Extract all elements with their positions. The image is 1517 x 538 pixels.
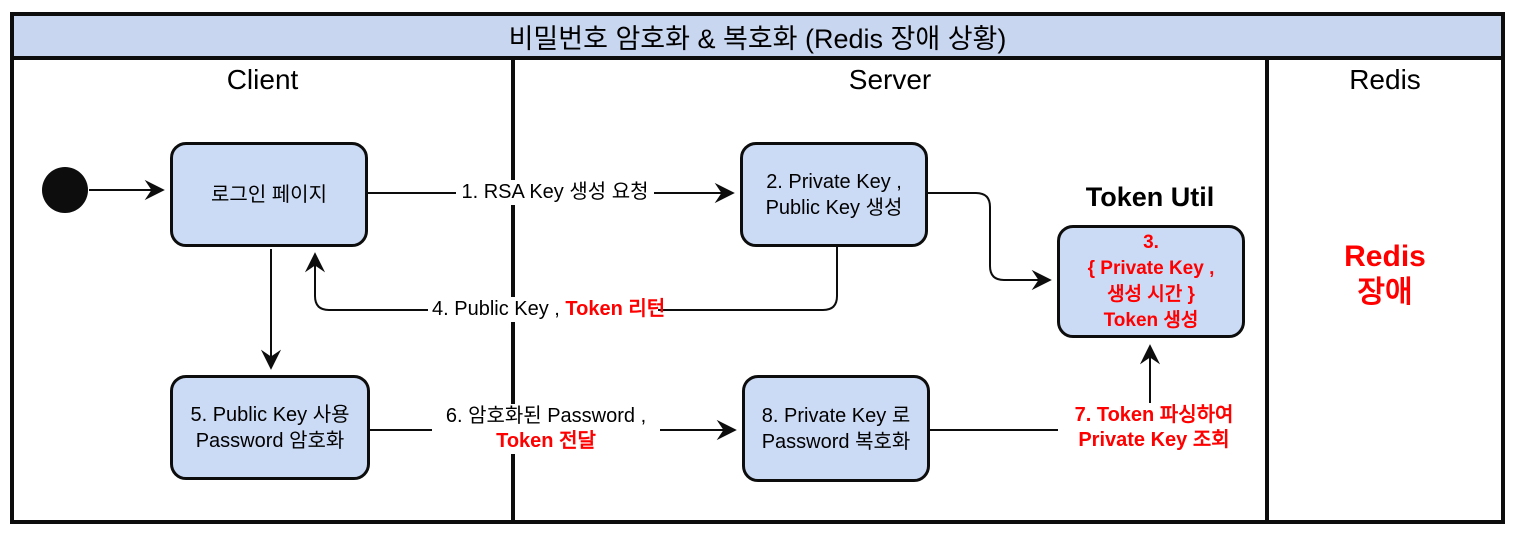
redis-failure-line2: 장애 bbox=[1357, 276, 1413, 309]
edge-label-public-key-token-return: 4. Public Key , Token 리턴 bbox=[428, 297, 665, 322]
node-login-page-label: 로그인 페이지 bbox=[211, 183, 327, 206]
edge-label-7-line2: Private Key 조회 bbox=[1078, 429, 1230, 451]
edge-label-4-black: 4. Public Key , bbox=[432, 298, 560, 320]
edge-keygen-to-token bbox=[928, 192, 1052, 291]
lane-header-redis: Redis bbox=[1349, 64, 1421, 95]
lane-divider-client-server bbox=[511, 60, 515, 520]
edge-label-4-red: Token 리턴 bbox=[565, 298, 666, 320]
node-token-generation-line3: 생성 시간 } bbox=[1107, 283, 1195, 305]
edge-label-rsa-key-request-text: 1. RSA Key 생성 요청 bbox=[461, 181, 649, 203]
node-key-generation-line1: 2. Private Key , bbox=[766, 170, 902, 193]
edge-label-6-black: 6. 암호화된 Password , bbox=[445, 405, 647, 427]
node-password-decryption-line2: Password 복호화 bbox=[761, 430, 911, 453]
node-token-generation-line2: { Private Key , bbox=[1087, 257, 1215, 279]
node-token-generation: 3. { Private Key , 생성 시간 } Token 생성 bbox=[1057, 225, 1245, 338]
edge-label-rsa-key-request: 1. RSA Key 생성 요청 bbox=[456, 180, 654, 205]
edge-label-encrypted-password-token: 6. 암호화된 Password , Token 전달 bbox=[432, 404, 660, 454]
node-login-page: 로그인 페이지 bbox=[170, 142, 368, 247]
edge-label-token-parse: 7. Token 파싱하여 Private Key 조회 bbox=[1058, 403, 1250, 453]
edge-label-7-line1: 7. Token 파싱하여 bbox=[1074, 404, 1234, 426]
node-token-generation-line1: 3. bbox=[1143, 231, 1159, 253]
redis-failure-line1: Redis bbox=[1344, 240, 1426, 273]
redis-failure-status: Redis 장애 bbox=[1269, 238, 1501, 312]
node-password-decryption: 8. Private Key 로 Password 복호화 bbox=[742, 375, 930, 482]
diagram-title: 비밀번호 암호화 & 복호화 (Redis 장애 상황) bbox=[508, 23, 1007, 54]
node-password-encryption: 5. Public Key 사용 Password 암호화 bbox=[170, 375, 370, 480]
node-password-encryption-line1: 5. Public Key 사용 bbox=[190, 403, 350, 426]
node-key-generation: 2. Private Key , Public Key 생성 bbox=[740, 142, 928, 247]
node-password-decryption-line1: 8. Private Key 로 bbox=[761, 404, 911, 427]
node-key-generation-line2: Public Key 생성 bbox=[765, 196, 903, 219]
lane-header-client: Client bbox=[226, 64, 299, 95]
lane-header-server: Server bbox=[848, 64, 932, 95]
node-token-generation-line4: Token 생성 bbox=[1103, 309, 1199, 331]
diagram-title-bar: 비밀번호 암호화 & 복호화 (Redis 장애 상황) bbox=[14, 16, 1501, 60]
lane-divider-server-redis bbox=[1265, 60, 1269, 520]
node-password-encryption-line2: Password 암호화 bbox=[195, 429, 345, 452]
start-state-icon bbox=[42, 167, 88, 213]
edge-label-6-red: Token 전달 bbox=[496, 430, 596, 452]
token-util-heading: Token Util bbox=[1085, 181, 1215, 212]
